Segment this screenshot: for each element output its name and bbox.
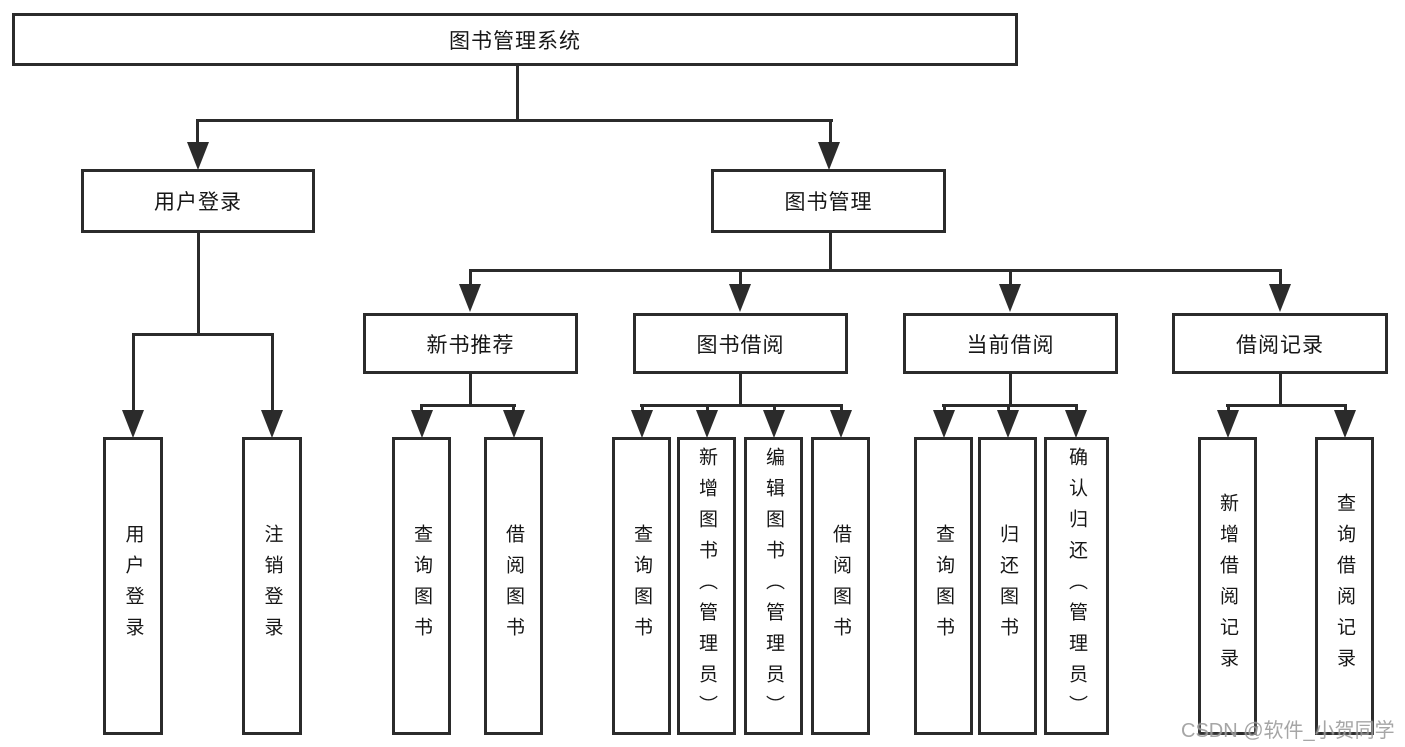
node-current-borrowing: 当前借阅 <box>903 313 1118 374</box>
node-label: 查询图书 <box>411 524 432 648</box>
down-arrow-icon <box>729 284 751 312</box>
down-arrow-icon <box>999 284 1021 312</box>
down-arrow-icon <box>261 410 283 438</box>
connector-line <box>516 66 519 121</box>
node-label: 借阅图书 <box>503 524 524 648</box>
connector-line <box>420 404 516 407</box>
connector-line <box>1009 271 1012 284</box>
node-label: 查询图书 <box>631 524 652 648</box>
node-leaf-query-books-current: 查询图书 <box>914 437 973 735</box>
node-leaf-logout: 注销登录 <box>242 437 302 735</box>
node-leaf-borrow-books: 借阅图书 <box>811 437 870 735</box>
node-borrow-records: 借阅记录 <box>1172 313 1388 374</box>
connector-line <box>773 406 776 412</box>
node-leaf-return-books: 归还图书 <box>978 437 1037 735</box>
down-arrow-icon <box>122 410 144 438</box>
connector-line <box>739 271 742 284</box>
csdn-watermark: CSDN @软件_小贺同学 <box>1181 720 1395 742</box>
node-leaf-confirm-return-admin: 确认归还（管理员） <box>1044 437 1109 735</box>
connector-line <box>942 404 1078 407</box>
down-arrow-icon <box>997 410 1019 438</box>
down-arrow-icon <box>503 410 525 438</box>
connector-line <box>1226 404 1347 407</box>
node-label: 查询借阅记录 <box>1334 493 1355 679</box>
node-label: 新增借阅记录 <box>1217 493 1238 679</box>
down-arrow-icon <box>631 410 653 438</box>
node-leaf-query-borrow-record: 查询借阅记录 <box>1315 437 1374 735</box>
connector-line <box>641 406 644 412</box>
node-label: 用户登录 <box>122 524 144 648</box>
node-label: 图书借阅 <box>696 333 785 357</box>
node-leaf-borrow-books-recommend: 借阅图书 <box>484 437 543 735</box>
connector-line <box>706 406 709 412</box>
node-label: 借阅记录 <box>1236 333 1324 357</box>
down-arrow-icon <box>1334 410 1356 438</box>
down-arrow-icon <box>763 410 785 438</box>
node-label: 注销登录 <box>261 524 283 648</box>
node-leaf-edit-books-admin: 编辑图书（管理员） <box>744 437 803 735</box>
connector-line <box>640 404 843 407</box>
connector-line <box>1075 406 1078 412</box>
connector-line <box>1344 406 1347 412</box>
connector-line <box>829 121 832 147</box>
node-leaf-add-borrow-record: 新增借阅记录 <box>1198 437 1257 735</box>
node-user-login: 用户登录 <box>81 169 315 233</box>
connector-line <box>132 333 274 336</box>
connector-line <box>1007 406 1010 412</box>
connector-line <box>469 373 472 406</box>
connector-line <box>132 335 135 411</box>
connector-line <box>196 119 833 122</box>
node-leaf-user-login: 用户登录 <box>103 437 163 735</box>
down-arrow-icon <box>187 142 209 170</box>
connector-line <box>840 406 843 412</box>
connector-line <box>1227 406 1230 412</box>
node-label: 归还图书 <box>997 524 1018 648</box>
down-arrow-icon <box>696 410 718 438</box>
connector-line <box>469 269 1282 272</box>
down-arrow-icon <box>830 410 852 438</box>
node-label: 确认归还（管理员） <box>1066 446 1087 726</box>
down-arrow-icon <box>411 410 433 438</box>
connector-line <box>1009 373 1012 406</box>
down-arrow-icon <box>459 284 481 312</box>
connector-line <box>1279 271 1282 284</box>
down-arrow-icon <box>1269 284 1291 312</box>
node-label: 新书推荐 <box>426 333 515 357</box>
node-leaf-add-books-admin: 新增图书（管理员） <box>677 437 736 735</box>
node-label: 编辑图书（管理员） <box>763 446 784 726</box>
down-arrow-icon <box>1217 410 1239 438</box>
connector-line <box>197 232 200 336</box>
node-book-borrowing: 图书借阅 <box>633 313 848 374</box>
node-leaf-query-books-borrowing: 查询图书 <box>612 437 671 735</box>
connector-line <box>512 406 515 412</box>
connector-line <box>829 232 832 271</box>
node-label: 当前借阅 <box>966 333 1055 357</box>
node-label: 用户登录 <box>154 191 242 214</box>
node-library-management-system: 图书管理系统 <box>12 13 1018 66</box>
node-book-management: 图书管理 <box>711 169 946 233</box>
node-label: 图书管理系统 <box>449 29 581 53</box>
connector-line <box>739 373 742 406</box>
node-leaf-query-books-recommend: 查询图书 <box>392 437 451 735</box>
node-new-book-recommendation: 新书推荐 <box>363 313 578 374</box>
connector-line <box>469 271 472 284</box>
down-arrow-icon <box>933 410 955 438</box>
connector-line <box>271 335 274 411</box>
node-label: 借阅图书 <box>830 524 851 648</box>
node-label: 查询图书 <box>933 524 954 648</box>
connector-line <box>943 406 946 412</box>
node-label: 新增图书（管理员） <box>696 446 717 726</box>
connector-line <box>196 121 199 147</box>
down-arrow-icon <box>1065 410 1087 438</box>
connector-line <box>1279 373 1282 406</box>
connector-line <box>420 406 423 412</box>
node-label: 图书管理 <box>784 191 873 214</box>
down-arrow-icon <box>818 142 840 170</box>
